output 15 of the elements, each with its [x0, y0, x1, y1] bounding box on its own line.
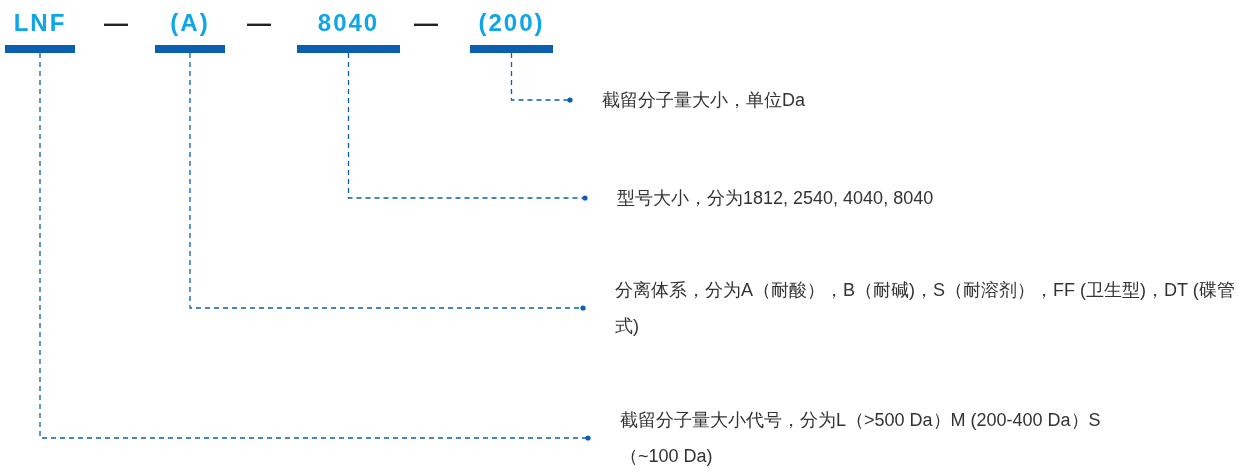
code-segment: LNF	[5, 6, 75, 53]
code-segment: (A)	[155, 6, 225, 53]
leader-line	[347, 52, 588, 201]
leader-line	[39, 52, 591, 441]
description-text: 截留分子量大小代号，分为L（>500 Da）M (200-400 Da）S（~100 Da)	[588, 403, 1140, 473]
description-text: 截留分子量大小，单位Da	[570, 86, 1070, 114]
code-segment: 8040	[297, 6, 400, 53]
dash-separator: —	[247, 8, 271, 38]
dash-separator: —	[104, 8, 128, 38]
code-segment: (200)	[470, 6, 553, 53]
description-text: 型号大小，分为1812, 2540, 4040, 8040	[585, 184, 1185, 212]
leader-line	[510, 52, 573, 103]
leader-line	[189, 52, 586, 311]
description-text: 分离体系，分为A（耐酸），B（耐碱)，S（耐溶剂），FF (卫生型)，DT (碟管式)	[583, 272, 1240, 344]
dash-separator: —	[414, 8, 438, 38]
